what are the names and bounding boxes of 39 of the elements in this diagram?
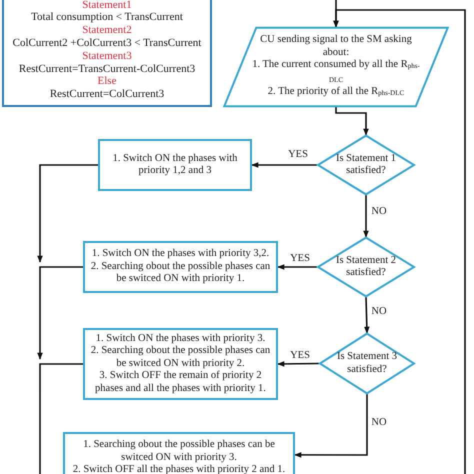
arrow [37, 266, 83, 360]
process-box [98, 139, 252, 191]
statement-heading: Statement1 [82, 0, 132, 12]
decision-text: Is Statement 2 satisfied? [334, 254, 398, 280]
arrow [335, 107, 369, 136]
statement-heading: Statement2 [82, 24, 132, 38]
input-parallelogram [222, 27, 450, 107]
arrow [37, 164, 98, 263]
box-text: 1. Searching obout the possible phases can be switced ON with priority 3. [82, 439, 276, 464]
statement-text: RestCurrent=ColCurrent3 [50, 88, 164, 101]
box-text: 2. Searching obout the possible phases can be switced ON with priority 1. [90, 260, 272, 286]
arrow [363, 195, 369, 238]
box-text: 1. Switch ON the phases with priority 3,2. [92, 248, 270, 261]
decision-diamond [317, 135, 415, 195]
statement-text: RestCurrent=TransCurrent-ColCurrent3 [18, 62, 196, 76]
box-text: 1. Switch ON the phases with priority 1,2 and 3 [112, 152, 238, 178]
process-box [83, 241, 278, 293]
box-text: 2. The priority of all the R$_{phs-DLC}$ [268, 86, 404, 100]
arrow [364, 296, 370, 334]
arrow [333, 9, 466, 474]
decision-diamond [317, 237, 415, 297]
arrow [277, 361, 320, 367]
decision-diamond [319, 333, 415, 394]
process-box [83, 328, 278, 400]
box-text: 2. Searching obout the possible phases can be switced ON with priority 2. [90, 345, 272, 370]
statement-text: ColCurrent2 +ColCurrent3 < TransCurrent [12, 37, 202, 50]
statement-text: Total consumption < TransCurrent [31, 11, 183, 24]
box-text: 1. Switch ON the phases with priority 3. [96, 332, 266, 346]
arrow [277, 264, 317, 270]
decision-text: Is Statement 3 satisfied? [336, 351, 398, 376]
arrow [294, 394, 368, 458]
statement-box [2, 0, 212, 107]
statement-heading: Statement3 [82, 50, 132, 63]
box-text: CU sending signal to the SM asking about: [259, 34, 413, 60]
statement-heading: Else [98, 75, 116, 88]
process-box [63, 432, 295, 474]
decision-text: Is Statement 1 satisfied? [334, 152, 398, 178]
arrow [251, 162, 317, 168]
box-text: 3. Switch OFF the remain of priority 2 phases and all the phases with priority 1. [94, 370, 267, 396]
